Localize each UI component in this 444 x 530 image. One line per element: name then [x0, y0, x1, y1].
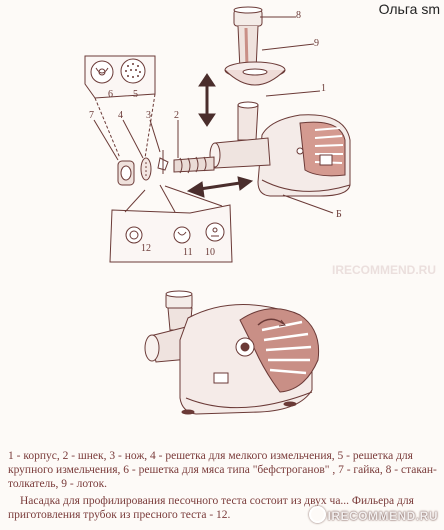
label-6: 6 — [108, 89, 113, 100]
plate-part-4 — [140, 157, 152, 181]
assembled-grinder-figure — [144, 290, 320, 415]
label-2: 2 — [174, 110, 179, 121]
label-10: 10 — [205, 247, 215, 258]
site-watermark-text: IRECOMMEND.RU — [327, 509, 438, 523]
label-8: 8 — [296, 10, 301, 21]
pusher-part-8 — [233, 6, 263, 71]
auger-part-2 — [173, 156, 215, 174]
caption-attachments-note: Насадка для профилирования песочного тес… — [8, 494, 414, 521]
site-watermark: IRECOMMEND.RU — [308, 506, 439, 523]
parts-caption: 1 - корпус, 2 - шнек, 3 - нож, 4 - решет… — [8, 449, 440, 522]
recommend-badge-icon — [308, 506, 326, 523]
label-1: 1 — [321, 83, 326, 94]
inset-attachments-10-11-12 — [109, 184, 233, 263]
label-5: 5 — [133, 89, 138, 100]
label-b: Б — [336, 209, 342, 220]
label-12: 12 — [141, 243, 151, 254]
grinder-tube — [209, 137, 271, 169]
label-4: 4 — [118, 110, 123, 121]
vertical-arrow — [198, 73, 216, 127]
nut-part-7 — [117, 160, 135, 186]
label-3: 3 — [146, 110, 151, 121]
label-11: 11 — [183, 247, 193, 258]
label-7: 7 — [89, 110, 94, 121]
meat-grinder-diagram — [84, 6, 351, 415]
horizontal-arrow — [186, 176, 254, 198]
body-part-1 — [257, 114, 351, 197]
inset-plates-5-6 — [84, 55, 156, 99]
site-watermark-faint: IRECOMMEND.RU — [332, 263, 436, 277]
tray-part-9 — [224, 61, 286, 86]
knife-part-3 — [157, 150, 169, 174]
caption-parts-list: 1 - корпус, 2 - шнек, 3 - нож, 4 - решет… — [8, 450, 437, 491]
author-watermark: Ольга sm — [378, 1, 440, 17]
label-9: 9 — [314, 38, 319, 49]
